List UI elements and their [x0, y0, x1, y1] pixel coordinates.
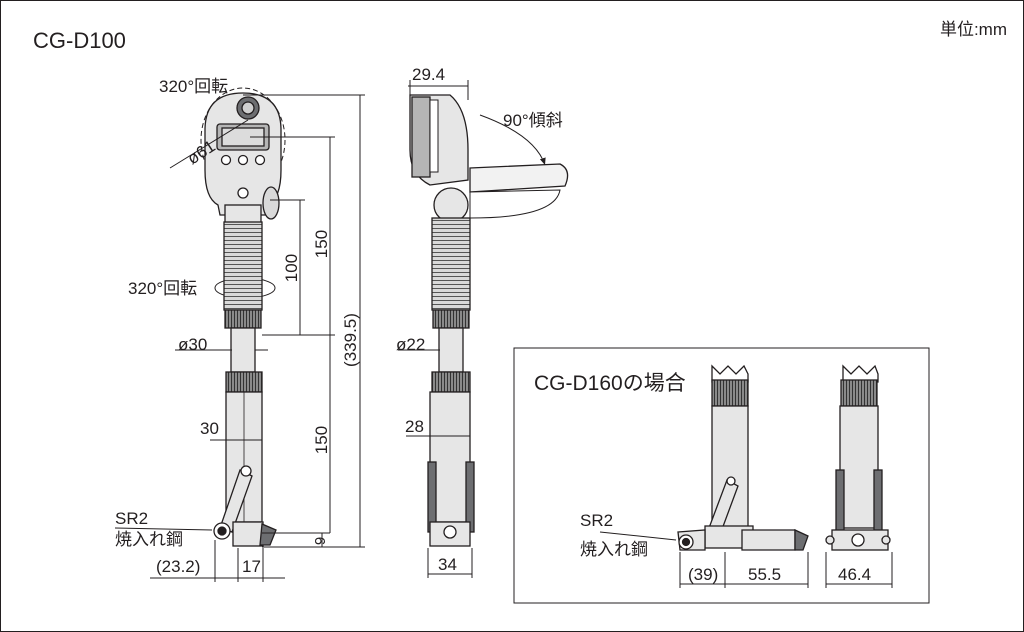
side-dim-28-label: 28 [405, 417, 424, 436]
tip-sr-label: SR2 [115, 509, 148, 528]
dim-150-upper-label: 150 [312, 230, 331, 258]
inset-dim-46-4-label: 46.4 [838, 565, 871, 584]
inset-side-view [825, 364, 891, 551]
inset-title: CG-D160の場合 [534, 372, 686, 395]
front-view [200, 87, 286, 547]
rotation-mid-label: 320°回転 [128, 279, 197, 298]
inset-frame [513, 347, 930, 604]
tip-material-label: 焼入れ鋼 [115, 530, 183, 549]
model-title: CG-D100 [33, 28, 126, 53]
tilt-label: 90°傾斜 [503, 111, 563, 130]
inset-dim-55-5-label: 55.5 [748, 565, 781, 584]
side-dim-34-label: 34 [438, 555, 457, 574]
unit-label: 単位:mm [940, 20, 1007, 39]
inset-dim-39-label: (39) [688, 565, 718, 584]
side-rod-diameter-label: ø22 [396, 335, 425, 354]
dim-9-label: 9 [312, 537, 329, 545]
side-dim-29-4-label: 29.4 [412, 65, 445, 84]
inset-tip-material-label: 焼入れ鋼 [580, 540, 648, 559]
dim-30-label: 30 [200, 419, 219, 438]
inset-dimensions [599, 531, 893, 588]
rotation-top-label: 320°回転 [159, 77, 228, 96]
front-dimensions [114, 94, 365, 582]
side-view [409, 94, 569, 547]
side-dimensions [398, 80, 546, 578]
inset-tip-sr-label: SR2 [580, 511, 613, 530]
rod-diameter-label: ø30 [178, 335, 207, 354]
dim-150-lower-label: 150 [312, 426, 331, 454]
dim-23-2-label: (23.2) [156, 557, 200, 576]
inset-front-view [677, 364, 809, 551]
dim-339-5-label: (339.5) [341, 313, 360, 367]
dim-17-label: 17 [242, 557, 261, 576]
dim-100-label: 100 [282, 254, 301, 282]
